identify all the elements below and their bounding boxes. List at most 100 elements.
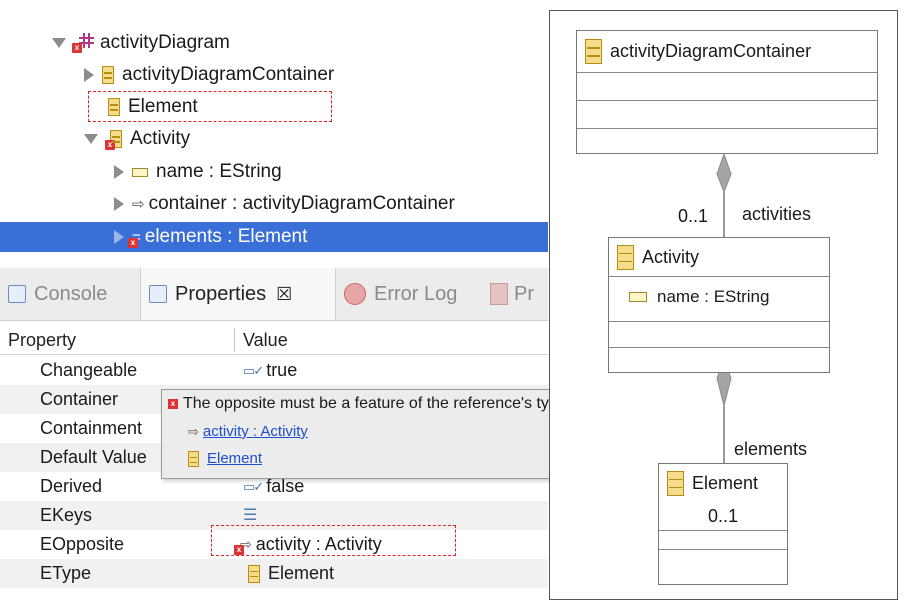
tree-item-label: Element xyxy=(128,96,198,117)
property-name: Container xyxy=(40,389,119,409)
class-header: activityDiagramContainer xyxy=(577,31,877,72)
class-name: Activity xyxy=(642,246,700,267)
multiplicity-activities: 0..1 xyxy=(678,206,709,226)
tree-item-label: activityDiagram xyxy=(100,32,230,53)
eclass-icon xyxy=(188,450,199,467)
collapse-arrow-icon[interactable] xyxy=(114,230,124,244)
table-row-derived[interactable]: Derived ▭✓false xyxy=(0,472,548,501)
class-box-activity[interactable]: Activity name : EString xyxy=(608,237,830,373)
tooltip-message-row: x The opposite must be a feature of the … xyxy=(168,395,567,413)
boolean-icon: ▭✓ xyxy=(243,362,264,378)
property-name: Derived xyxy=(40,476,103,496)
tree-item-label: Activity xyxy=(130,128,191,149)
property-value: Element xyxy=(248,563,334,584)
value-text: false xyxy=(266,476,305,496)
error-log-icon xyxy=(344,283,366,305)
attribute-row[interactable]: name : EString xyxy=(609,277,829,307)
tab-properties[interactable]: Properties ☒ xyxy=(140,268,336,320)
class-header: Activity xyxy=(609,238,829,276)
column-header-property[interactable]: Property xyxy=(8,330,77,350)
property-value: ☰ xyxy=(243,505,257,525)
value-text: activity : Activity xyxy=(255,534,382,554)
attribute-compartment: name : EString xyxy=(609,276,829,321)
tab-label: Properties xyxy=(175,282,267,305)
column-header-value[interactable]: Value xyxy=(243,330,288,350)
tab-icon xyxy=(490,283,508,305)
operation-compartment xyxy=(609,321,829,347)
extra-compartment xyxy=(609,347,829,372)
tab-overflow[interactable]: Pr xyxy=(490,268,548,320)
ereference-icon: ⇨ xyxy=(132,196,145,213)
role-elements: elements xyxy=(734,439,808,459)
tab-label: Pr xyxy=(514,282,534,305)
close-tab-icon[interactable]: ☒ xyxy=(276,283,293,304)
column-divider[interactable] xyxy=(234,328,235,352)
class-name: Element xyxy=(692,472,759,493)
expand-arrow-icon[interactable] xyxy=(52,38,66,48)
link-element[interactable]: Element xyxy=(207,450,263,467)
collapse-arrow-icon[interactable] xyxy=(84,68,94,82)
tree-item-element[interactable]: Element xyxy=(108,92,198,122)
tree-item-name-attribute[interactable]: name : EString xyxy=(114,157,282,187)
property-name: EType xyxy=(40,563,92,583)
tree-item-container-reference[interactable]: ⇨ container : activityDiagramContainer xyxy=(114,189,455,219)
class-box-element[interactable]: Element 0..1 xyxy=(658,463,788,585)
highlight-eopposite-box xyxy=(211,525,456,556)
tree-row-selected[interactable] xyxy=(0,222,548,252)
tree-item-label: container : activityDiagramContainer xyxy=(148,193,455,214)
eclass-icon xyxy=(248,564,260,583)
eclass-error-icon: x xyxy=(105,130,122,150)
tab-console[interactable]: Console xyxy=(8,268,138,320)
ereference-error-icon: =x xyxy=(128,229,141,248)
role-activities: activities xyxy=(742,204,812,224)
operation-compartment xyxy=(659,530,787,549)
tree-item-elements-reference[interactable]: =x elements : Element xyxy=(114,222,307,252)
operation-compartment xyxy=(577,100,877,128)
package-error-icon: x xyxy=(72,33,94,53)
tooltip-link-row-2: Element xyxy=(188,450,262,467)
property-name: Default Value xyxy=(40,447,147,467)
eclass-icon xyxy=(667,470,684,496)
tree-item-activityDiagram[interactable]: x activityDiagram xyxy=(52,28,230,58)
tree-item-label: activityDiagramContainer xyxy=(122,64,335,85)
tree-item-activityDiagramContainer[interactable]: activityDiagramContainer xyxy=(84,60,334,90)
view-tab-bar: Console Properties ☒ Error Log Pr xyxy=(0,268,548,321)
property-name: Changeable xyxy=(40,360,138,380)
ereference-icon: ⇨ xyxy=(188,423,199,439)
tree-item-label: elements : Element xyxy=(144,226,308,247)
tree-item-label: name : EString xyxy=(156,161,282,182)
ereference-error-icon: ⇨x xyxy=(234,536,252,555)
tab-label: Console xyxy=(34,282,108,305)
value-text: Element xyxy=(268,563,335,583)
tab-error-log[interactable]: Error Log xyxy=(344,268,484,320)
link-activity[interactable]: activity : Activity xyxy=(202,423,308,440)
property-value: ▭✓false xyxy=(243,476,304,497)
eclass-icon xyxy=(102,66,114,84)
property-name: EOpposite xyxy=(40,534,125,554)
tree-item-activity[interactable]: x Activity xyxy=(84,124,190,154)
tooltip-message: The opposite must be a feature of the re… xyxy=(183,395,567,412)
collapse-arrow-icon[interactable] xyxy=(114,165,124,179)
class-box-activityDiagramContainer[interactable]: activityDiagramContainer xyxy=(576,30,878,154)
property-name: Containment xyxy=(40,418,143,438)
tooltip-link-row-1: ⇨ activity : Activity xyxy=(188,423,308,440)
table-row-containment[interactable]: Containment xyxy=(0,414,548,443)
tab-label: Error Log xyxy=(374,282,458,305)
table-row-etype[interactable]: EType Element xyxy=(0,559,548,588)
extra-compartment xyxy=(577,128,877,155)
property-name: EKeys xyxy=(40,505,93,525)
boolean-icon: ▭✓ xyxy=(243,478,264,494)
class-header: Element xyxy=(659,464,787,502)
table-row-changeable[interactable]: Changeable ▭✓true xyxy=(0,356,548,385)
property-value: ▭✓true xyxy=(243,360,297,381)
eclass-icon xyxy=(108,98,120,116)
list-icon: ☰ xyxy=(243,507,258,524)
collapse-arrow-icon[interactable] xyxy=(114,197,124,211)
properties-icon xyxy=(149,285,167,303)
eattribute-icon xyxy=(132,167,148,177)
expand-arrow-icon[interactable] xyxy=(84,134,98,144)
highlight-element-box xyxy=(88,91,332,122)
header-divider xyxy=(0,354,548,355)
